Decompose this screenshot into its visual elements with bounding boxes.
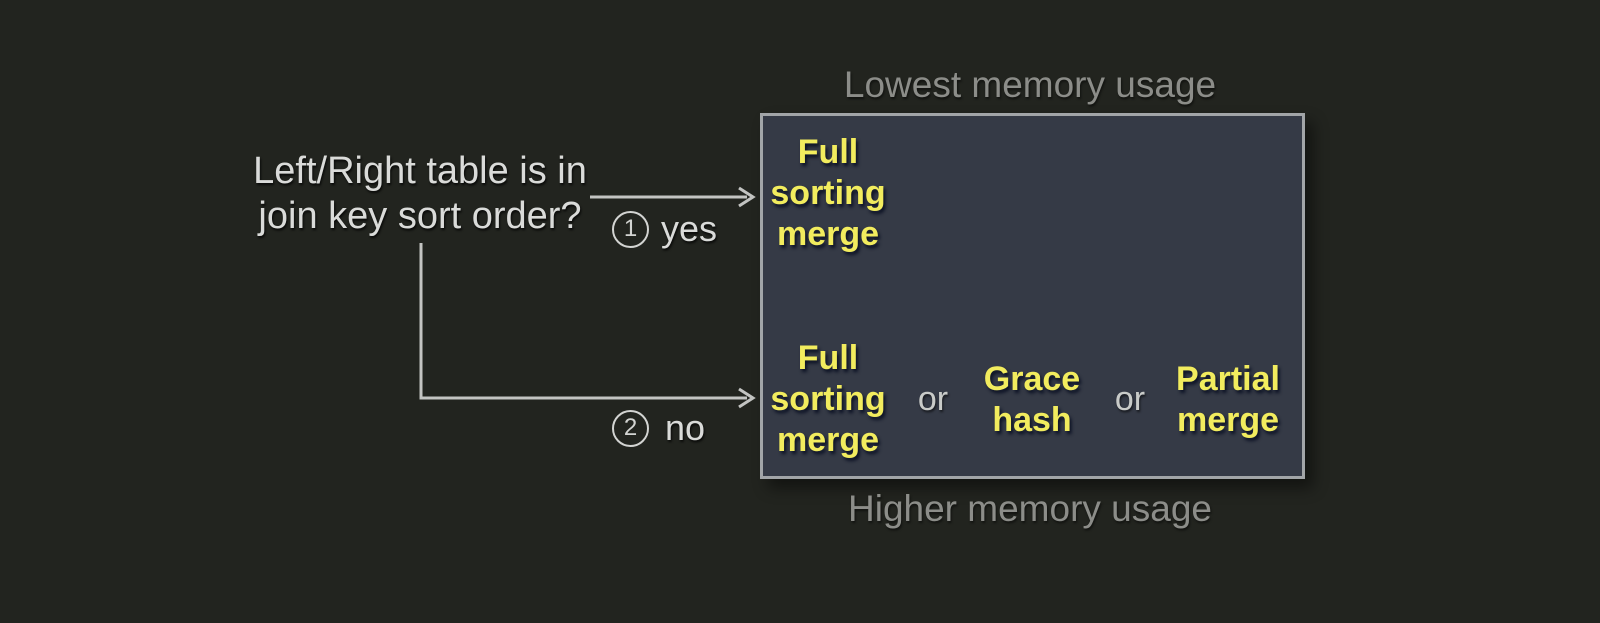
algorithms-box: Full sorting merge Full sorting merge or…: [760, 113, 1305, 479]
branch-yes-text: yes: [661, 208, 718, 249]
algo-full-sorting-merge-unsorted: Full sorting merge: [770, 339, 886, 459]
lowest-memory-label: Lowest memory usage: [843, 64, 1217, 105]
algo-partial-merge: Partial merge: [1176, 360, 1280, 439]
circled-number-2-icon: 2: [612, 409, 649, 447]
branch-label-no: 2 no: [612, 407, 705, 449]
branch-no-text: no: [665, 407, 706, 448]
algo-full-sorting-merge-sorted: Full sorting merge: [770, 133, 886, 253]
no-arrow: [419, 243, 756, 409]
branch-label-yes: 1 yes: [612, 208, 717, 250]
or-separator-1: or: [917, 380, 949, 418]
or-separator-2: or: [1114, 380, 1146, 418]
question-text: Left/Right table is in join key sort ord…: [170, 149, 670, 239]
question-line-2: join key sort order?: [258, 195, 582, 237]
circled-number-1-icon: 1: [612, 210, 649, 248]
yes-arrow: [590, 186, 756, 208]
question-line-1: Left/Right table is in: [253, 150, 587, 192]
algo-grace-hash: Grace hash: [983, 360, 1081, 439]
higher-memory-label: Higher memory usage: [848, 488, 1212, 529]
